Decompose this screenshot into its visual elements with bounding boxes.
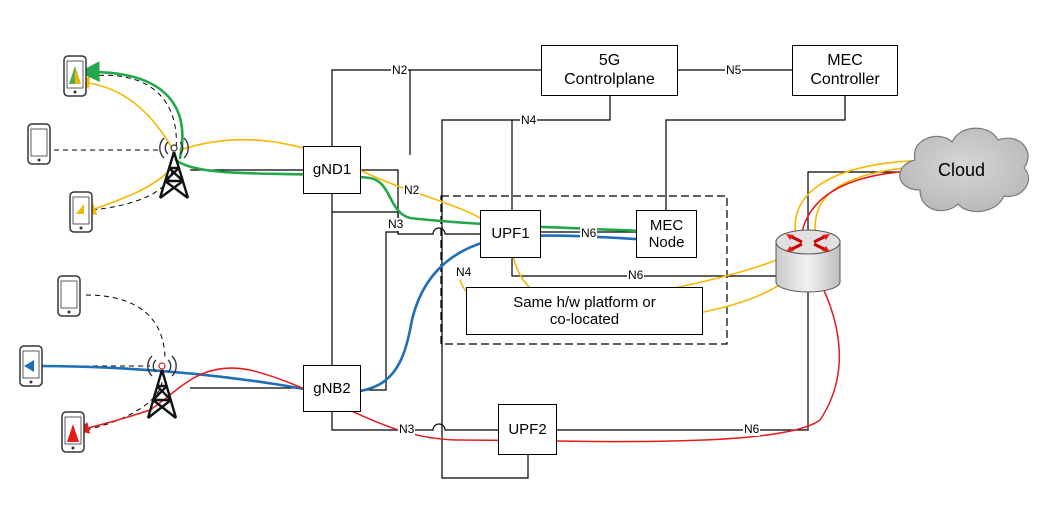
link-label-n6-upf2: N6: [743, 422, 761, 436]
cell-tower-icon: [158, 137, 190, 199]
colocation-boundary: [440, 195, 728, 345]
mec-node-box: MEC Node: [636, 210, 697, 258]
link-label-n3-top: N3: [387, 217, 405, 231]
link-label-n3-bottom: N3: [398, 422, 416, 436]
radio-link-phone-c: [91, 169, 173, 211]
platform-line2: co-located: [549, 311, 620, 328]
link-label-n4-top: N4: [520, 113, 538, 127]
link-label-n2-mid: N2: [403, 183, 421, 197]
phone-icon: [61, 411, 85, 453]
cloud-icon: [899, 127, 1030, 213]
phone-icon: [63, 55, 87, 97]
mec-controller-box: MEC Controller: [792, 45, 898, 96]
phones: [19, 55, 93, 453]
flow-yellow-phone-bottom: [82, 169, 171, 215]
link-label-n6-upf1-router: N6: [627, 268, 645, 282]
link-n6-upf2: [557, 280, 809, 431]
gnd1-label: gND1: [312, 161, 352, 179]
mec-controller-line2: Controller: [810, 70, 880, 88]
controlplane-line2: Controlplane: [564, 70, 655, 88]
link-mec-ctrl: [665, 96, 846, 210]
link-label-n5: N5: [725, 63, 743, 77]
link-n4-top: [441, 96, 611, 479]
upf1-box: UPF1: [480, 210, 541, 258]
controlplane-box: 5G Controlplane: [541, 45, 678, 96]
upf1-label: UPF1: [491, 225, 530, 243]
link-n3-upf2: [331, 412, 498, 431]
link-label-n4-bottom: N4: [455, 265, 473, 279]
mec-node-line2: Node: [648, 234, 685, 251]
gnb2-label: gNB2: [313, 379, 351, 397]
link-label-n6-upf1-mec: N6: [580, 226, 598, 240]
gnd1-box: gND1: [303, 146, 361, 194]
cell-tower-icon: [146, 355, 178, 419]
link-n3-upf1: [331, 194, 480, 235]
upf2-label: UPF2: [508, 420, 547, 438]
radio-link-phone-d: [85, 294, 166, 361]
phone-icon: [19, 345, 43, 387]
mec-controller-line1: MEC: [827, 52, 863, 70]
router-icon: [775, 229, 841, 293]
cloud-label: Cloud: [938, 160, 986, 180]
radio-link-phone-a: [89, 74, 177, 151]
platform-line1: Same h/w platform or: [513, 293, 656, 311]
controlplane-line1: 5G: [598, 52, 621, 70]
upf2-box: UPF2: [498, 404, 557, 455]
gnb2-box: gNB2: [303, 365, 361, 412]
link-label-n2-top: N2: [391, 63, 409, 77]
flow-blue: [28, 230, 696, 394]
phone-icon: [69, 191, 93, 233]
flow-green: [174, 158, 670, 242]
platform-box: Same h/w platform or co-located: [466, 287, 703, 335]
radio-link-phone-f: [85, 381, 163, 431]
phone-icon: [57, 275, 81, 317]
phone-icon: [27, 123, 51, 165]
flow-green-phone: [78, 61, 184, 160]
mec-node-line1: MEC: [649, 216, 684, 234]
link-n6-upf1: [511, 258, 780, 277]
link-n2-top: [331, 69, 541, 146]
radio-links: [48, 74, 177, 431]
link-gnd1-east: [361, 169, 399, 391]
flow-yellow-phone-top: [76, 76, 173, 149]
